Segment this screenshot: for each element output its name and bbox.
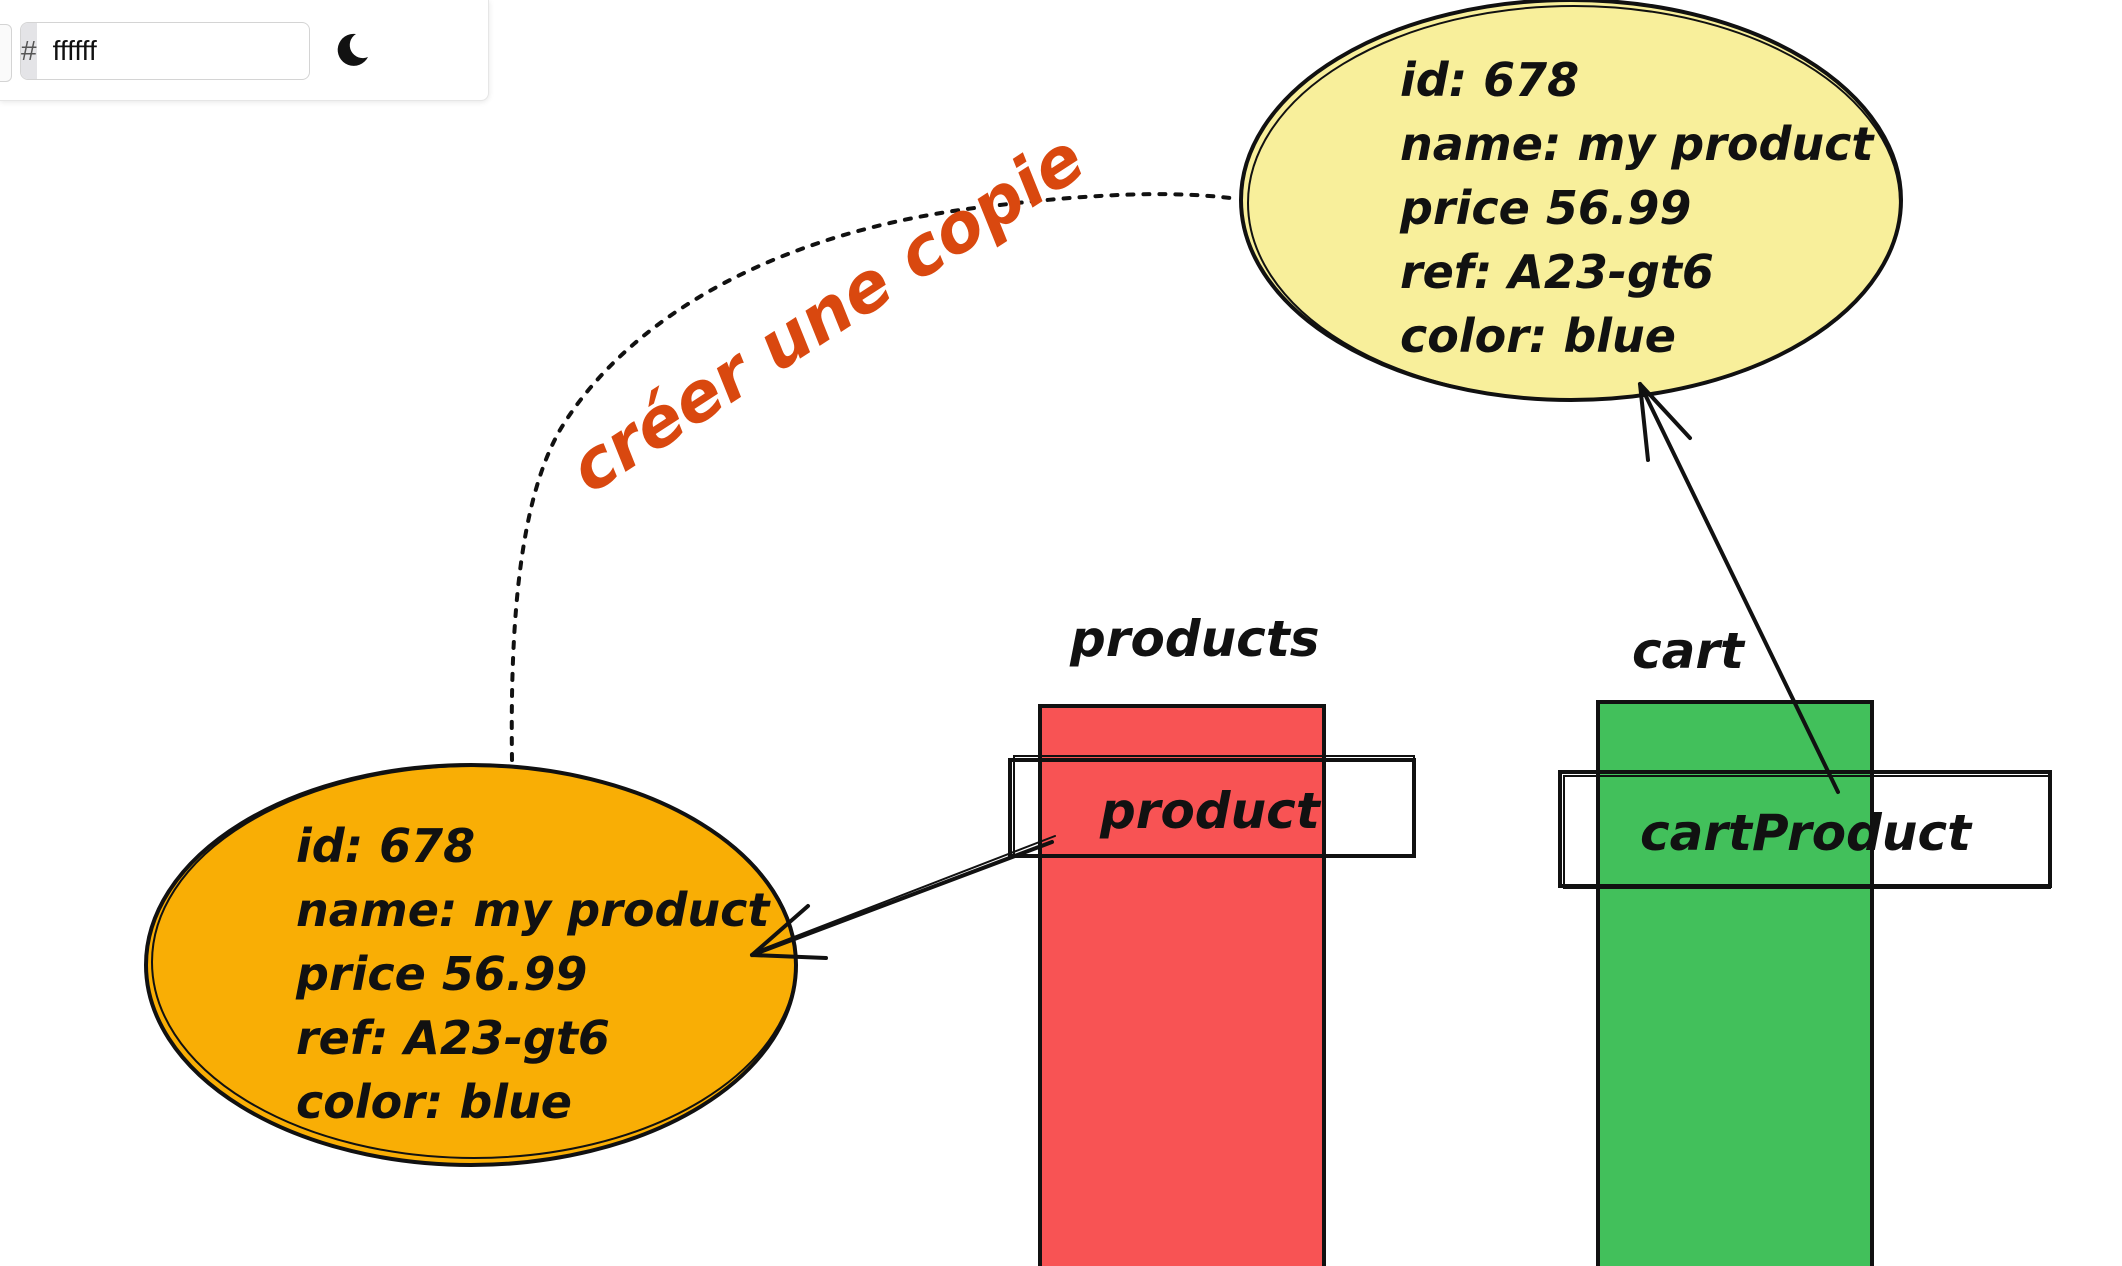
source-object-line: color: blue xyxy=(296,1075,572,1129)
cart-reference-arrow xyxy=(1638,382,1840,794)
moon-icon[interactable] xyxy=(332,30,372,70)
background-hex-input[interactable] xyxy=(36,23,309,79)
cart-array: cart cartProduct xyxy=(1558,622,2052,1266)
cart-item-label: cartProduct xyxy=(1640,804,1973,862)
copy-connector-line xyxy=(509,192,1232,762)
copy-object-line: id: 678 xyxy=(1400,53,1579,107)
annotation-text: créer une copie xyxy=(556,119,1098,509)
hash-prefix: # xyxy=(21,23,37,79)
canvas-toolbar: # xyxy=(0,0,489,101)
products-item-label: product xyxy=(1099,782,1322,840)
source-object-line: price 56.99 xyxy=(295,947,587,1001)
copy-object-line: price 56.99 xyxy=(1399,181,1691,235)
cart-title: cart xyxy=(1632,622,1746,680)
background-color-picker[interactable]: # xyxy=(20,22,310,80)
source-object: id: 678 name: my product price 56.99 ref… xyxy=(144,763,798,1167)
source-object-line: name: my product xyxy=(296,883,771,937)
copy-object-line: ref: A23-gt6 xyxy=(1400,245,1714,299)
source-object-line: ref: A23-gt6 xyxy=(296,1011,610,1065)
products-item: product xyxy=(1008,755,1416,858)
toolbar-previous-control[interactable] xyxy=(0,24,12,82)
copy-object-line: color: blue xyxy=(1400,309,1676,363)
products-title: products xyxy=(1069,610,1320,668)
copy-object-line: name: my product xyxy=(1400,117,1875,171)
copy-object: id: 678 name: my product price 56.99 ref… xyxy=(1239,0,1903,402)
products-array: products product xyxy=(1008,610,1416,1266)
cart-item: cartProduct xyxy=(1558,770,2052,889)
source-object-line: id: 678 xyxy=(296,819,475,873)
product-reference-arrow xyxy=(750,835,1056,960)
